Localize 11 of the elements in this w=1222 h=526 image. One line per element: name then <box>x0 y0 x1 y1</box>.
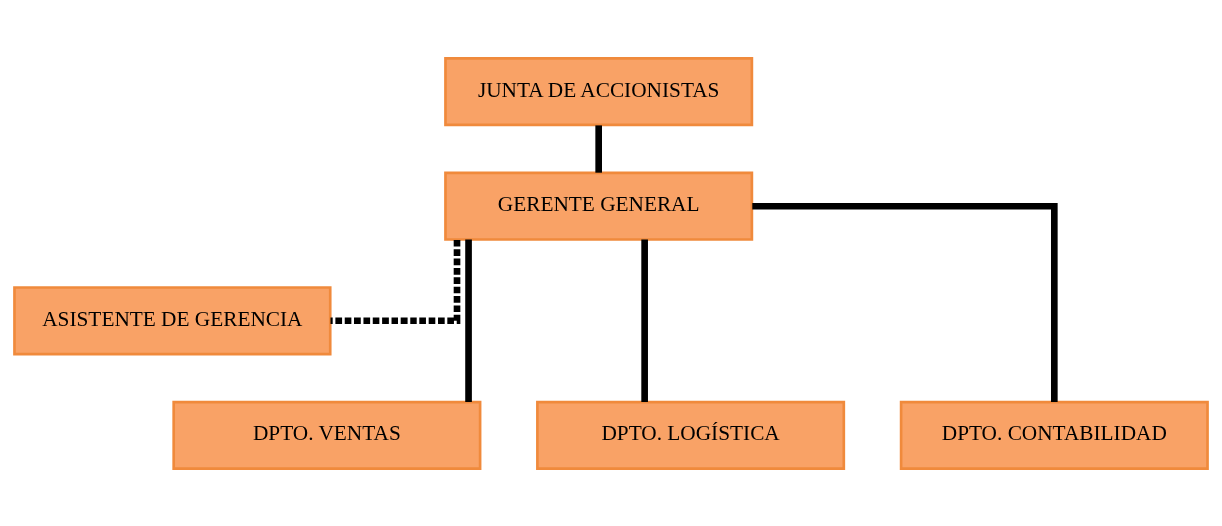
connector <box>465 239 472 402</box>
node-box: DPTO. CONTABILIDAD <box>899 400 1209 470</box>
node-box: GERENTE GENERAL <box>444 171 754 241</box>
connector <box>752 202 1058 402</box>
connector <box>641 239 648 402</box>
node-box: DPTO. VENTAS <box>172 400 482 470</box>
node-box: ASISTENTE DE GERENCIA <box>13 285 332 355</box>
node-box: DPTO. LOGÍSTICA <box>536 400 846 470</box>
node-box: JUNTA DE ACCIONISTAS <box>444 56 754 126</box>
connector <box>595 124 602 173</box>
connector <box>330 239 461 324</box>
